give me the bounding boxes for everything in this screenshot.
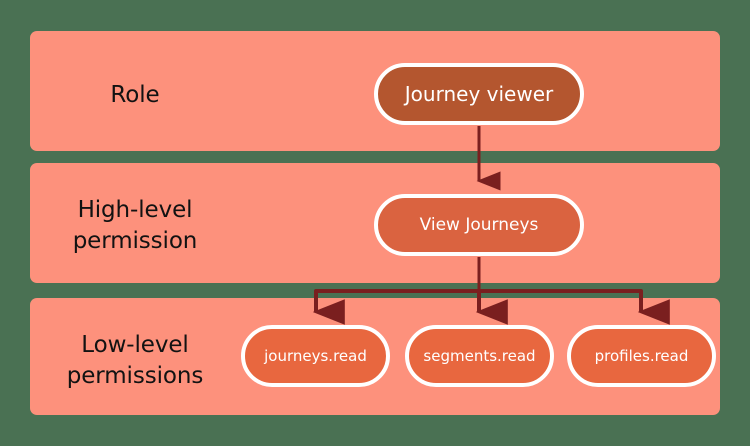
row-label-high-level-permission: High-level permission (30, 195, 240, 257)
node-segments-read-label: segments.read (423, 347, 536, 365)
row-label-role-line-1: Role (110, 82, 160, 108)
node-view-journeys-label: View Journeys (419, 215, 539, 235)
node-journey-viewer[interactable]: Journey viewer (374, 63, 584, 125)
row-label-high-line-2: permission (72, 228, 198, 254)
node-profiles-read-label: profiles.read (594, 347, 689, 365)
node-segments-read[interactable]: segments.read (405, 325, 554, 387)
node-journey-viewer-label: Journey viewer (404, 82, 554, 106)
row-label-low-line-2: permissions (66, 363, 204, 389)
node-view-journeys[interactable]: View Journeys (374, 194, 584, 256)
row-label-low-line-1: Low-level (81, 332, 189, 358)
node-profiles-read[interactable]: profiles.read (567, 325, 716, 387)
node-journeys-read-label: journeys.read (264, 347, 367, 365)
row-label-role: Role (30, 80, 240, 111)
row-label-low-level-permissions: Low-level permissions (30, 330, 240, 392)
node-journeys-read[interactable]: journeys.read (241, 325, 390, 387)
row-label-high-line-1: High-level (77, 197, 193, 223)
